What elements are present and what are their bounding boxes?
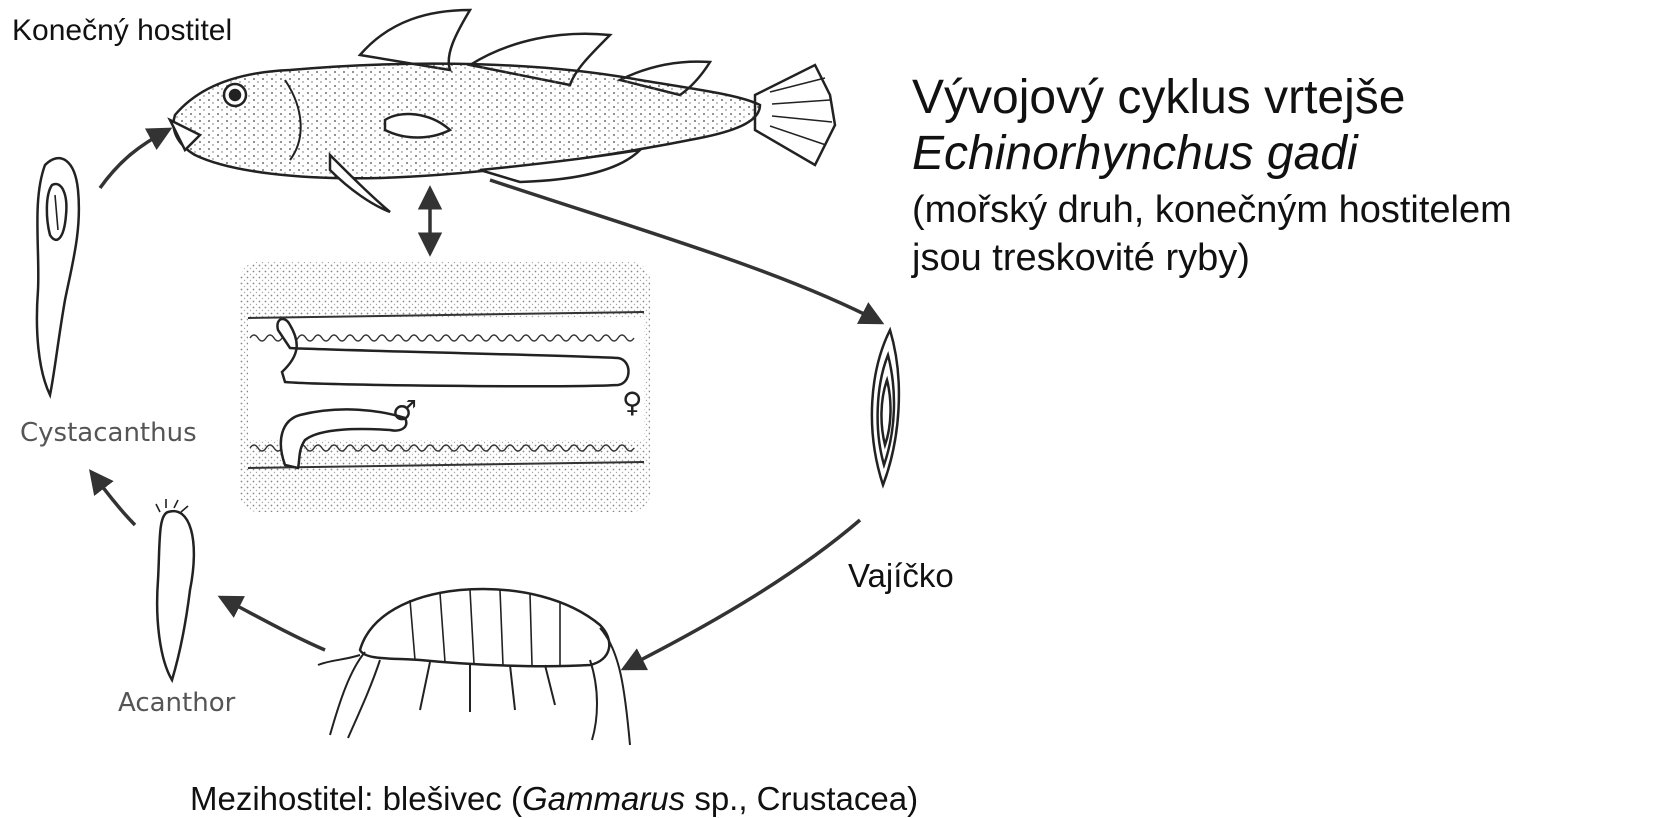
caption-suffix: sp., Crustacea) [685, 780, 918, 817]
female-symbol: ♀ [622, 386, 643, 419]
cystacanthus-icon [37, 158, 79, 395]
title-block: Vývojový cyklus vrtejše Echinorhynchus g… [912, 70, 1512, 282]
caption-genus: Gammarus [522, 780, 685, 817]
egg-label: Vajíčko [848, 557, 954, 595]
gammarus-icon [318, 589, 630, 745]
final-host-label: Konečný hostitel [12, 14, 232, 48]
male-symbol: ♂ [392, 394, 417, 427]
fish-icon [170, 10, 835, 212]
acanthor-icon [156, 499, 194, 680]
acanthor-label: Acanthor [118, 688, 235, 718]
egg-icon [872, 330, 899, 485]
title-note-line-2: jsou treskovité ryby) [912, 234, 1512, 282]
cystacanthus-label: Cystacanthus [20, 418, 197, 448]
title-note-line-1: (mořský druh, konečným hostitelem [912, 186, 1512, 234]
title-line-1: Vývojový cyklus vrtejše [912, 70, 1512, 126]
intermediate-host-caption: Mezihostitel: blešivec (Gammarus sp., Cr… [190, 780, 918, 818]
caption-prefix: Mezihostitel: blešivec ( [190, 780, 522, 817]
title-species: Echinorhynchus gadi [912, 126, 1512, 182]
